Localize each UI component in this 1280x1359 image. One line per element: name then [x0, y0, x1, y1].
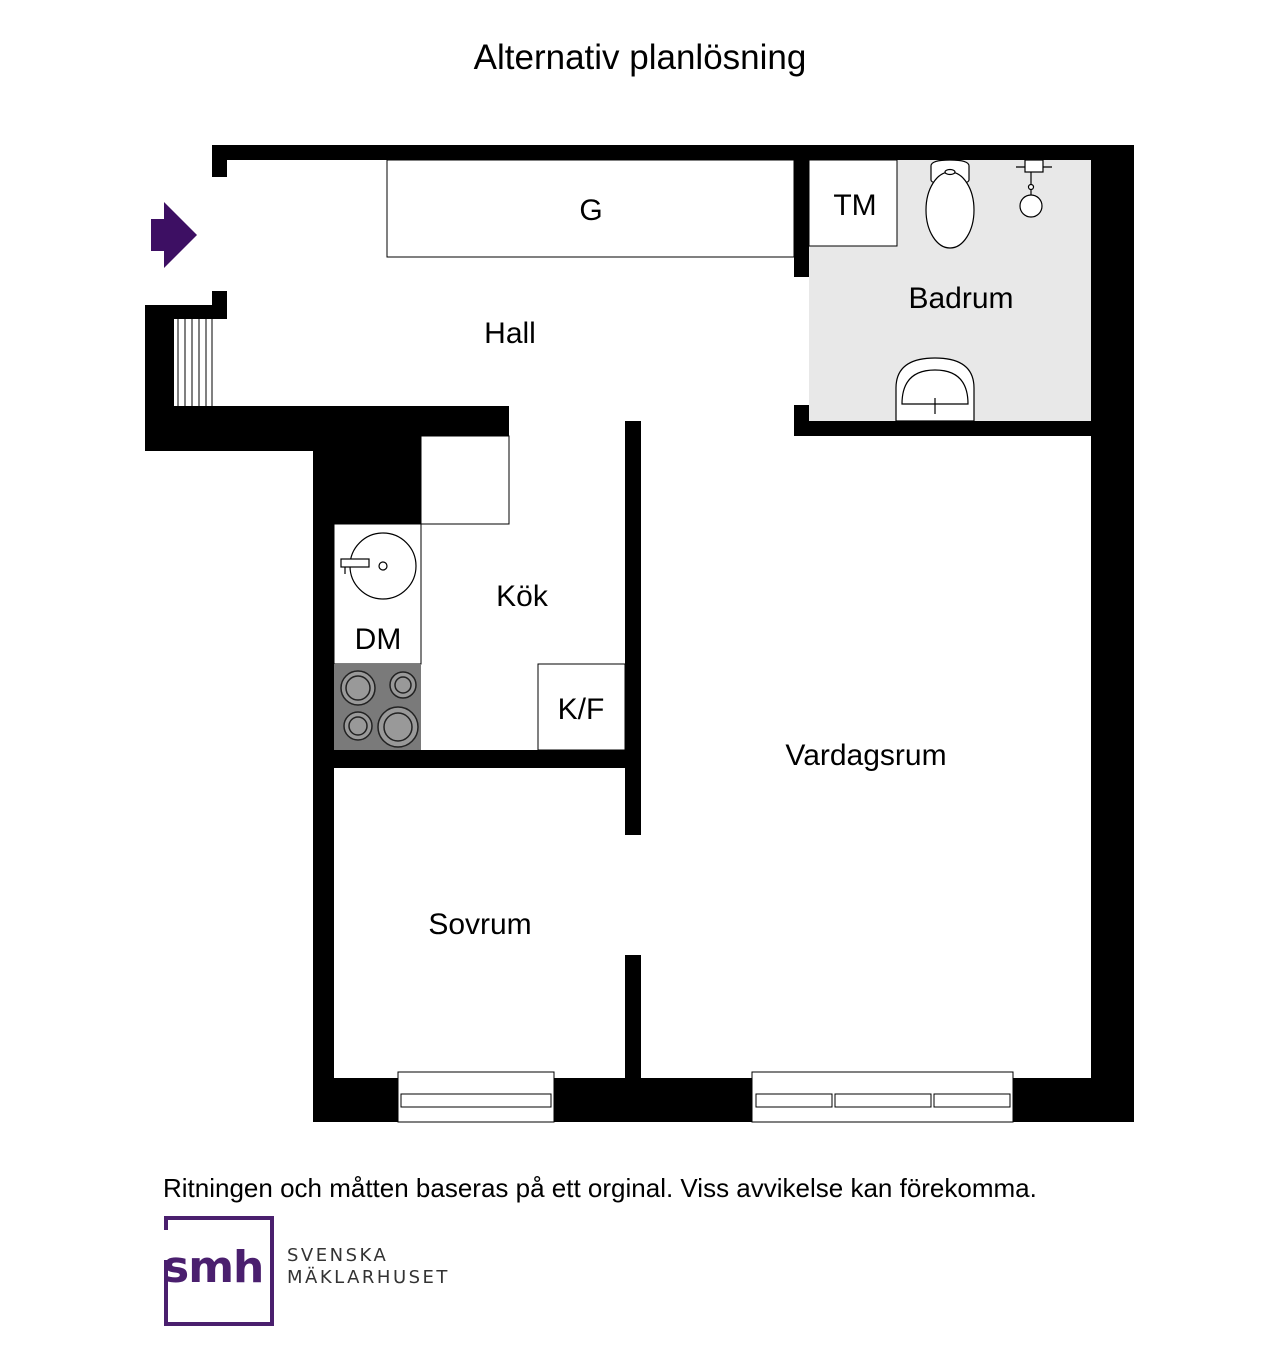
stairs-icon — [177, 319, 213, 406]
label-fridge-freezer: K/F — [558, 693, 605, 726]
entrance-arrow-icon — [151, 202, 197, 268]
smh-logo: smh — [164, 1216, 274, 1326]
sink-icon — [340, 532, 417, 600]
walls — [145, 145, 1134, 1122]
brand-name-line2: MÄKLARHUSET — [287, 1267, 450, 1288]
disclaimer-text: Ritningen och måtten baseras på ett orgi… — [163, 1173, 1037, 1203]
svg-text:smh: smh — [164, 1242, 263, 1293]
kitchen-cabinet — [420, 435, 510, 525]
label-wardrobe: G — [579, 194, 602, 227]
label-kitchen: Kök — [496, 580, 549, 613]
window-living-room — [751, 1071, 1014, 1123]
toilet-icon — [925, 159, 975, 249]
label-bathroom: Badrum — [908, 282, 1013, 315]
brand-name-line1: SVENSKA — [287, 1245, 389, 1266]
washing-machine — [808, 159, 898, 247]
fridge-freezer — [537, 663, 626, 751]
window-bedroom — [397, 1071, 555, 1123]
stove-icon — [334, 664, 421, 750]
page-title: Alternativ planlösning — [473, 38, 807, 77]
label-hall: Hall — [484, 317, 536, 350]
wardrobe — [386, 159, 795, 258]
label-bedroom: Sovrum — [428, 908, 531, 941]
label-dishwasher: DM — [355, 623, 402, 656]
shower-icon — [1016, 159, 1052, 218]
label-washing-machine: TM — [833, 189, 876, 222]
label-living-room: Vardagsrum — [785, 739, 946, 772]
washbasin-icon — [895, 357, 975, 422]
